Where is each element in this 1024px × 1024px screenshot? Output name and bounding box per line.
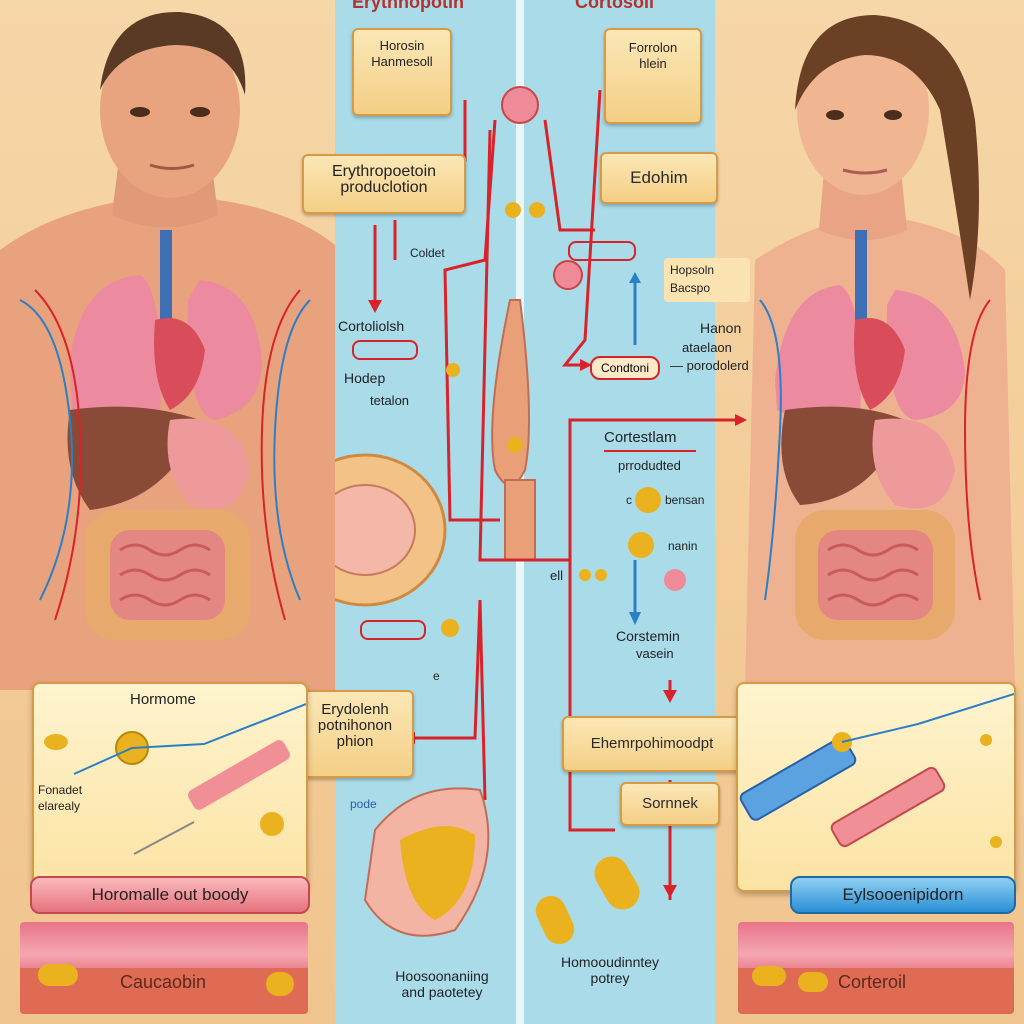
- right-panel-title: Cortosoll: [575, 0, 654, 12]
- label-pill-marker-3: [568, 241, 636, 261]
- right-tissue-strip: Corteroil: [738, 922, 1014, 1014]
- label-pode: pode: [350, 797, 377, 811]
- hormone-molecule-top: [501, 86, 539, 124]
- left-tissue-strip: Caucaobin: [20, 922, 308, 1014]
- erythropoietin-potion-box: Erydolenh potnihonon phion: [296, 690, 414, 778]
- hormone-label: Hormome: [130, 691, 196, 708]
- label-nanin: nanin: [668, 539, 698, 553]
- erythropoietin-production-box: Erythropoetoin produclotion: [302, 154, 466, 214]
- male-figure-illustration: [0, 11, 335, 690]
- legend-box: Hopsoln Bacspo: [664, 258, 750, 302]
- label-cortestlam: Cortestlam: [604, 429, 677, 446]
- label-cortolioish: Cortoliolsh: [338, 318, 405, 334]
- hormone-box-left: Horosin Hanmesoll: [352, 28, 452, 116]
- left-hormone-card: Hormome Fonadet elarealy: [32, 682, 308, 892]
- elarealy-label: elarealy: [38, 799, 81, 813]
- label-bensan: bensan: [665, 493, 705, 507]
- label-hodep: Hodep: [344, 370, 386, 386]
- right-tissue-label: Corteroil: [838, 972, 907, 992]
- label-c: c: [626, 493, 632, 507]
- label-corstemin: Corstemin: [616, 628, 680, 644]
- label-hanon: Hanon: [700, 320, 742, 336]
- sornnek-box: Sornnek: [620, 782, 720, 826]
- underline: [604, 450, 696, 452]
- female-figure-illustration: [745, 15, 1015, 690]
- label-ataolaon: ataelaon: [682, 340, 732, 355]
- label-produdtel: prrodudted: [618, 458, 681, 473]
- left-banner: Horomalle out boody: [30, 876, 310, 914]
- enhancement-box: Ehemrpohimoodpt: [562, 716, 742, 772]
- label-porodolerd: — porodolerd: [670, 358, 749, 373]
- hormone-box-right: Forrolon hlein: [604, 28, 702, 124]
- right-hormone-card: [736, 682, 1016, 892]
- right-banner: Eylsooenipidorn: [790, 876, 1016, 914]
- label-tetalon: tetalon: [370, 393, 410, 408]
- label-e: e: [433, 669, 440, 683]
- caption-right: Homooudinntey potrey: [560, 954, 660, 986]
- syringe-illustration-left: [44, 703, 306, 855]
- left-panel-title: Erythnopotin: [352, 0, 464, 12]
- syringe-illustration-right: [739, 693, 1014, 848]
- forradet-label: Fonadet: [38, 783, 83, 797]
- left-tissue-label: Caucaobin: [120, 972, 207, 992]
- label-pill-marker-2: [360, 620, 426, 640]
- edohim-box: Edohim: [600, 152, 718, 204]
- caption-left: Hoosoonaniing and paotetey: [395, 968, 489, 1000]
- label-vasein: vasein: [636, 646, 674, 661]
- label-pill-marker: [352, 340, 418, 360]
- flow-diagram-lines: [335, 86, 747, 945]
- label-coldet: Coldet: [410, 246, 445, 260]
- condtoni-pill: Condtoni: [590, 356, 660, 380]
- label-ell: ell: [550, 568, 564, 583]
